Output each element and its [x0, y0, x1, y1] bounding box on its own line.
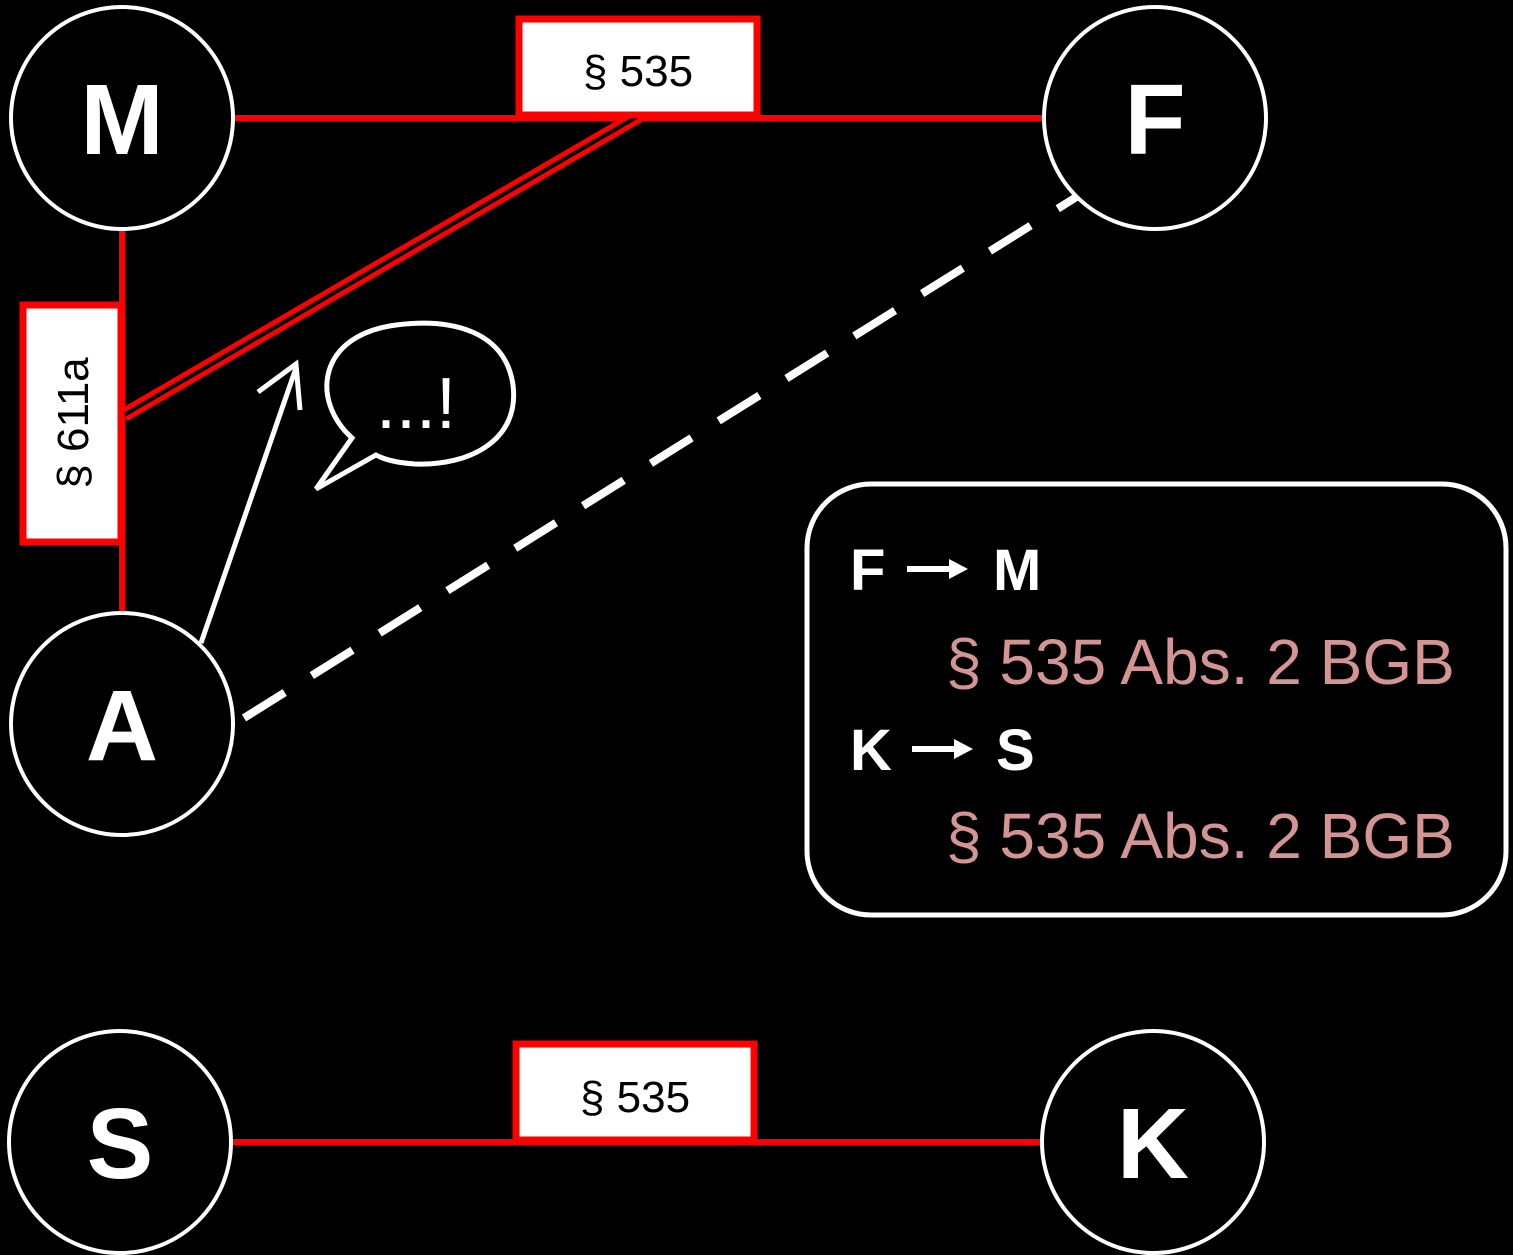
right-arrow-icon: [907, 559, 968, 579]
arrow-a-to-bubble: [198, 359, 303, 644]
node-f: F: [1042, 5, 1268, 231]
node-k: K: [1040, 1029, 1266, 1255]
legend-row-1: F M § 535 Abs. 2 BGB: [850, 538, 1455, 698]
node-k-letter: K: [1117, 1088, 1189, 1200]
label-m-a: § 611a: [19, 301, 125, 546]
node-f-letter: F: [1124, 64, 1185, 176]
legend-row-2-to: S: [996, 718, 1035, 783]
label-m-f-text: § 535: [583, 47, 693, 96]
speech-bubble: ...!: [313, 320, 517, 492]
node-s: S: [7, 1029, 233, 1255]
speech-bubble-text: ...!: [376, 364, 456, 444]
legend-row-2-reference: § 535 Abs. 2 BGB: [946, 800, 1455, 872]
right-arrow-icon: [912, 739, 973, 759]
node-a-letter: A: [86, 670, 158, 782]
double-edge-611a-535: [120, 108, 644, 422]
label-s-k-text: § 535: [580, 1073, 690, 1122]
node-m-letter: M: [80, 64, 163, 176]
label-m-a-text: § 611a: [49, 357, 98, 489]
node-m: M: [9, 5, 235, 231]
legend-box: F M § 535 Abs. 2 BGB K S § 535 Abs. 2 BG…: [804, 481, 1509, 918]
label-m-f: § 535: [515, 15, 761, 119]
node-a: A: [9, 611, 235, 837]
legend-row-2: K S § 535 Abs. 2 BGB: [850, 718, 1455, 872]
label-s-k: § 535: [512, 1040, 758, 1144]
node-s-letter: S: [87, 1088, 154, 1200]
legend-row-1-to: M: [993, 538, 1041, 603]
legend-row-1-reference: § 535 Abs. 2 BGB: [946, 626, 1455, 698]
legend-row-1-from: F: [850, 538, 885, 603]
legend-row-2-from: K: [850, 718, 892, 783]
dashed-edge-a-f: [241, 192, 1081, 722]
